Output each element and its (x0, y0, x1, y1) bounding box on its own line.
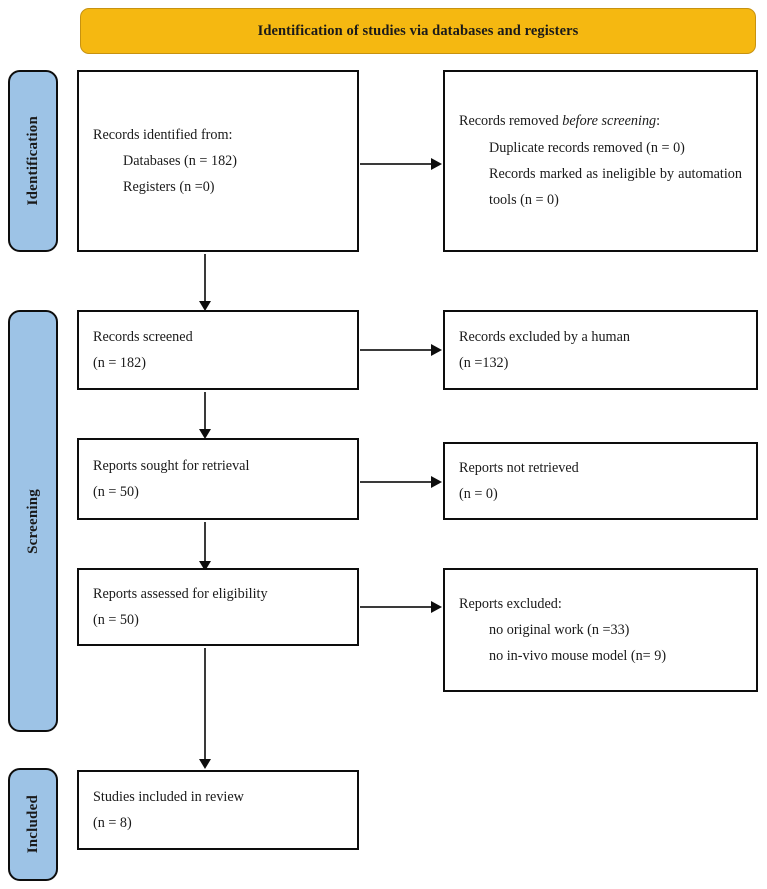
box-records-removed: Records removed before screening: Duplic… (443, 70, 758, 252)
diagram-title: Identification of studies via databases … (257, 22, 579, 39)
reports-assessed-count: (n = 50) (93, 612, 139, 628)
stage-bar-screening: Screening (8, 310, 58, 732)
records-screened-label: Records screened (93, 328, 193, 345)
arrow-assessed-to-excluded (360, 606, 432, 608)
records-removed-heading-italic: before screening (562, 113, 657, 130)
records-removed-duplicates: Duplicate records removed (n = 0) (489, 139, 685, 156)
box-records-screened: Records screened (n = 182) (77, 310, 359, 390)
reports-not-retrieved-label: Reports not retrieved (459, 459, 579, 476)
box-reports-sought: Reports sought for retrieval (n = 50) (77, 438, 359, 520)
records-removed-heading: Records removed before screening: (459, 108, 742, 134)
records-excluded-label: Records excluded by a human (459, 328, 630, 345)
stage-bar-identification: Identification (8, 70, 58, 252)
arrow-screened-to-sought (204, 392, 206, 430)
stage-label-identification: Identification (24, 116, 41, 206)
reports-excluded-heading: Reports excluded: (459, 595, 562, 612)
arrow-assessed-to-included (204, 648, 206, 760)
studies-included-label: Studies included in review (93, 788, 244, 805)
arrow-sought-to-assessed (204, 522, 206, 562)
reports-not-retrieved-count: (n = 0) (459, 486, 498, 502)
box-studies-included: Studies included in review (n = 8) (77, 770, 359, 850)
arrow-identified-to-screened (204, 254, 206, 302)
reports-sought-count: (n = 50) (93, 484, 139, 500)
box-reports-excluded: Reports excluded: no original work (n =3… (443, 568, 758, 692)
box-reports-not-retrieved: Reports not retrieved (n = 0) (443, 442, 758, 520)
arrow-identified-to-removed (360, 163, 432, 165)
records-excluded-count: (n =132) (459, 355, 509, 371)
records-identified-databases: Databases (n = 182) (123, 152, 237, 169)
records-removed-heading-c: : (656, 113, 661, 130)
records-removed-heading-a: Records removed (459, 113, 563, 130)
diagram-header-banner: Identification of studies via databases … (80, 8, 756, 54)
studies-included-count: (n = 8) (93, 815, 132, 831)
records-screened-count: (n = 182) (93, 355, 146, 371)
stage-bar-included: Included (8, 768, 58, 881)
reports-excluded-no-original-work: no original work (n =33) (489, 621, 630, 638)
reports-excluded-no-in-vivo-model: no in-vivo mouse model (n= 9) (489, 648, 667, 665)
records-identified-line-1: Records identified from: (93, 126, 233, 143)
arrow-sought-to-not-retrieved (360, 481, 432, 483)
records-identified-registers: Registers (n =0) (123, 179, 215, 196)
reports-sought-label: Reports sought for retrieval (93, 457, 250, 474)
stage-label-screening: Screening (24, 488, 41, 554)
stage-label-included: Included (24, 795, 41, 854)
reports-assessed-label: Reports assessed for eligibility (93, 585, 268, 602)
box-reports-assessed: Reports assessed for eligibility (n = 50… (77, 568, 359, 646)
box-records-excluded: Records excluded by a human (n =132) (443, 310, 758, 390)
box-records-identified: Records identified from: Databases (n = … (77, 70, 359, 252)
arrow-screened-to-excluded (360, 349, 432, 351)
records-removed-automation: Records marked as ineligible by automati… (489, 166, 742, 209)
